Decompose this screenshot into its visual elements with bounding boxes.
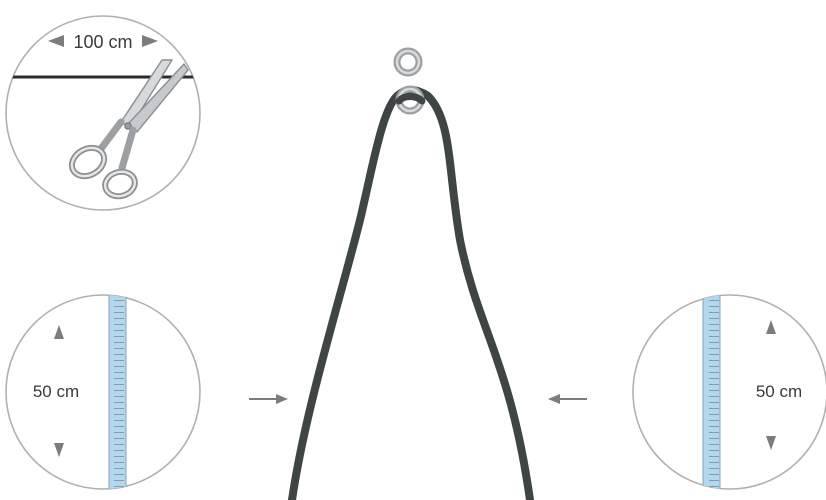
cut-length-label: 100 cm [73,32,132,52]
left-measure-circle: 50 cm [6,290,200,495]
right-length-label: 50 cm [756,382,802,401]
arrow-right-icon [249,394,288,404]
hanging-cord-illustration [249,51,587,500]
cut-detail-circle: 100 cm [0,16,210,210]
cord [292,90,530,500]
ruler-icon [703,290,720,495]
left-length-label: 50 cm [33,382,79,401]
arrow-left-icon [548,394,587,404]
ruler-icon [109,290,126,495]
right-measure-circle: 50 cm [633,290,826,495]
